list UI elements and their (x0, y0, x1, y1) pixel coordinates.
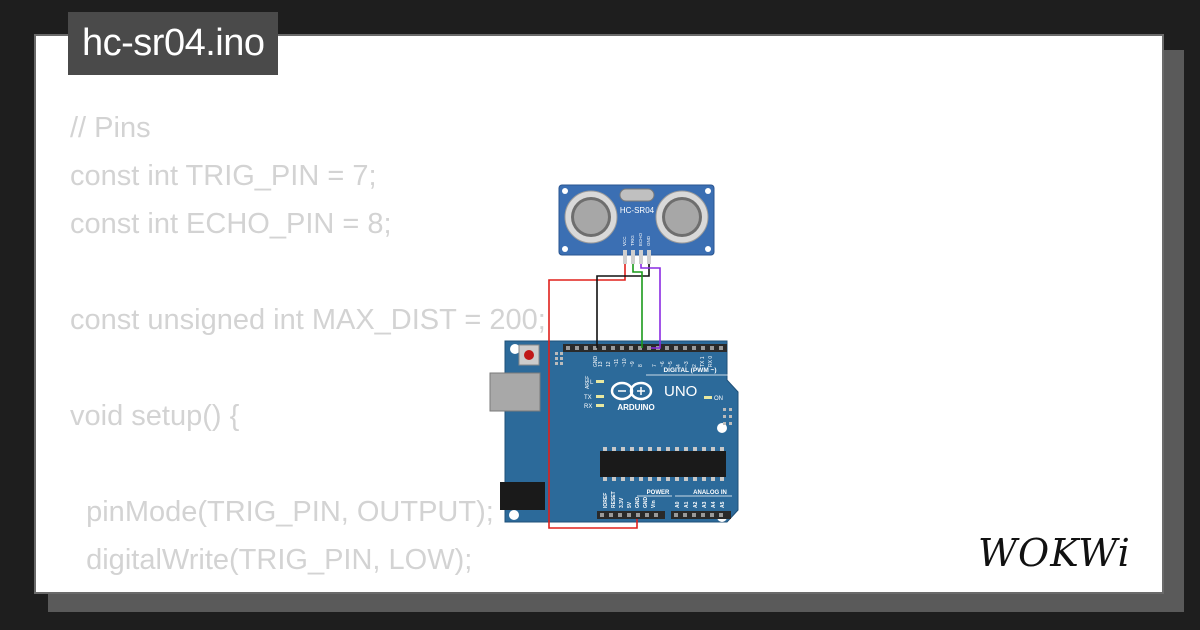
digital-pin-label: 2 (692, 364, 698, 367)
digital-pin-label: 4 (676, 364, 682, 367)
analog-pin-label: A2 (693, 501, 699, 508)
power-pin-label: GND (635, 497, 641, 509)
code-line: const int ECHO_PIN = 8; (70, 208, 392, 240)
gnd-pin-label: GND (593, 356, 599, 368)
digital-pin-label: 12 (606, 361, 612, 367)
power-header-label: POWER (647, 490, 670, 496)
digital-header-label: DIGITAL (PWM ~) (663, 367, 716, 374)
wire-echo (640, 264, 661, 349)
code-preview: // Pins const int TRIG_PIN = 7; const int … (70, 104, 546, 584)
power-pin-label: Vin (651, 500, 657, 508)
led-l-label: L (590, 380, 594, 386)
digital-pin-label: RX 0 (708, 356, 714, 367)
digital-pin-label: 13 (598, 361, 604, 367)
wires (548, 264, 661, 529)
digital-pin-label: TX 1 (700, 356, 706, 367)
code-line: // Pins (70, 112, 151, 144)
sensor-label: HC-SR04 (620, 206, 655, 215)
digital-pin-label: ~11 (614, 359, 620, 367)
transducer-left-icon (564, 190, 618, 244)
led-rx-label: RX (584, 404, 592, 410)
sensor-pin-label: VCC (622, 236, 627, 246)
sensor-pin-label: ECHO (638, 232, 643, 246)
wokwi-logo-text: WOKWi (978, 531, 1131, 575)
digital-pin-label: ~3 (684, 361, 690, 367)
power-pin-label: 5V (627, 501, 633, 508)
digital-header (563, 344, 727, 352)
power-pin-label: GND (643, 497, 649, 509)
code-line: pinMode(TRIG_PIN, OUTPUT); (70, 496, 494, 528)
code-line: void setup() { (70, 400, 240, 432)
digital-pin-label: ~5 (668, 361, 674, 367)
analog-pin-label: A1 (684, 501, 690, 508)
digital-pin-label: ~10 (622, 358, 628, 367)
code-line: digitalWrite(TRIG_PIN, LOW); (70, 544, 473, 576)
analog-pin-label: A5 (720, 501, 726, 508)
sensor-pin-label: TRIG (630, 235, 635, 246)
aref-label: AREF (585, 376, 591, 389)
usb-connector (489, 372, 541, 412)
wire-gnd (596, 264, 650, 348)
wokwi-logo: WOKWi (978, 531, 1131, 575)
digital-pin-label: ~6 (660, 361, 666, 367)
analog-pin-label: A4 (711, 501, 717, 508)
arduino-infinity-icon (610, 381, 653, 401)
on-led-label: ON (714, 396, 723, 402)
wire-trig (632, 264, 643, 348)
sensor-pin-label: GND (646, 235, 651, 246)
analog-header-label: ANALOG IN (693, 490, 727, 496)
reset-button[interactable] (518, 344, 540, 366)
digital-pin-label: 8 (638, 364, 644, 367)
wire-vcc (548, 264, 638, 529)
power-pin-label: 3.3V (619, 497, 625, 508)
digital-pin-label: ~9 (630, 361, 636, 367)
transducer-right-icon (655, 190, 709, 244)
board-model: UNO (664, 383, 697, 400)
power-pin-label: RESET (611, 491, 617, 508)
code-line: const int TRIG_PIN = 7; (70, 160, 377, 192)
analog-pin-label: A3 (702, 501, 708, 508)
microcontroller-chip (600, 447, 726, 481)
code-line: const unsigned int MAX_DIST = 200; (70, 304, 546, 336)
power-pin-label: IOREF (603, 493, 609, 508)
digital-pin-label: 7 (652, 364, 658, 367)
filename-tag[interactable]: hc-sr04.ino (68, 12, 279, 75)
led-tx-label: TX (584, 395, 592, 401)
power-jack (500, 482, 545, 510)
analog-pin-label: A0 (675, 501, 681, 508)
board-brand: ARDUINO (617, 403, 654, 412)
